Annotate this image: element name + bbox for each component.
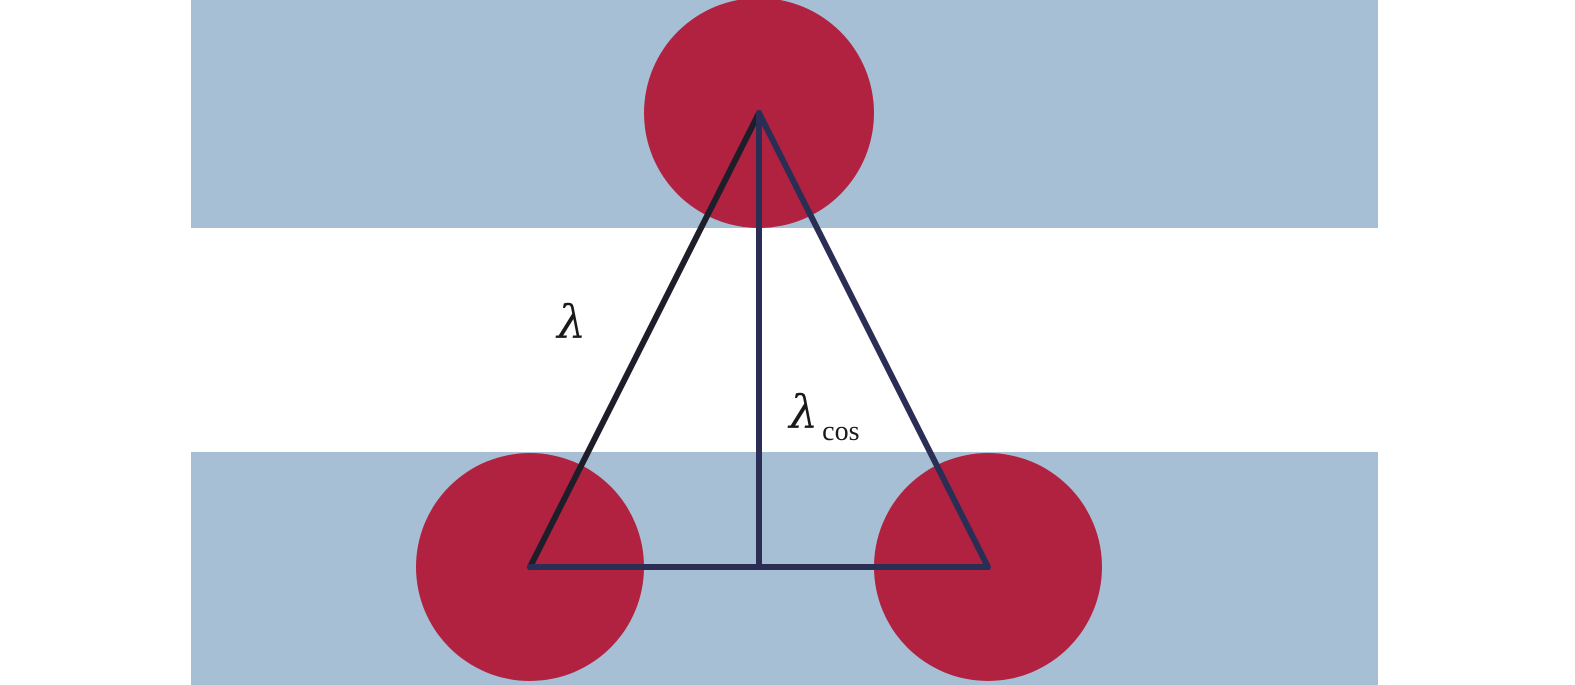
height-label-symbol: λ [787,385,818,439]
side-length-label: λ [555,295,586,349]
height-label: λ cos [787,385,859,447]
height-label-subscript: cos [822,416,859,447]
left-edge-line [527,110,762,570]
right-edge-line [756,110,991,570]
